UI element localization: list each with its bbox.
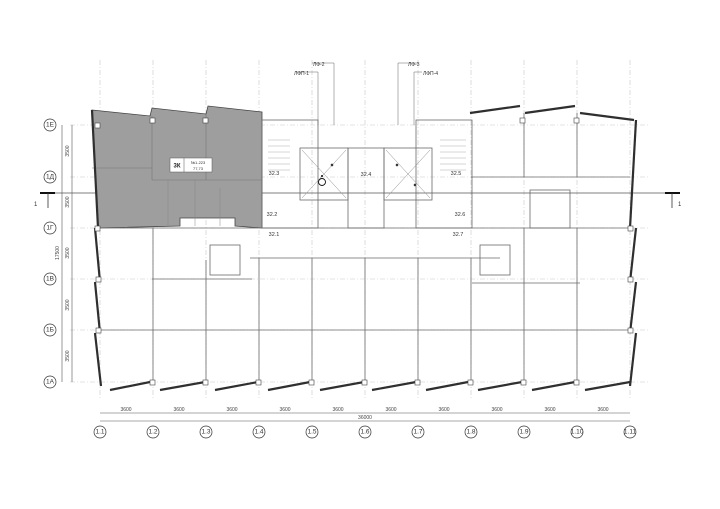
axis-1-6: 1.6 <box>360 429 369 436</box>
leader-lf3: ЛФ-3 <box>408 62 420 68</box>
axis-1V: 1В <box>46 276 54 283</box>
svg-text:3500: 3500 <box>65 299 71 310</box>
axis-1B: 1Б <box>46 327 54 334</box>
bottom-dimension-chain <box>100 412 630 422</box>
apartment-tag <box>169 157 213 173</box>
svg-text:3600: 3600 <box>544 407 555 413</box>
svg-text:17500: 17500 <box>55 246 61 260</box>
apartment-area: 77,73 <box>193 166 204 171</box>
svg-text:3500: 3500 <box>65 196 71 207</box>
apartment-type: 3К <box>174 164 181 170</box>
svg-text:3600: 3600 <box>438 407 449 413</box>
svg-text:3600: 3600 <box>491 407 502 413</box>
axis-1-1: 1.1 <box>95 429 104 436</box>
columns <box>94 117 634 386</box>
svg-text:3600: 3600 <box>385 407 396 413</box>
axis-1D: 1Д <box>46 174 55 181</box>
bottom-dimension-labels: 3600 3600 3600 3600 3600 3600 3600 3600 … <box>120 407 608 421</box>
axis-1-2: 1.2 <box>148 429 157 436</box>
axis-1-9: 1.9 <box>519 429 528 436</box>
leader-lfp4: ЛФП-4 <box>423 71 438 77</box>
section-label-right: 1 <box>678 202 682 208</box>
svg-text:3600: 3600 <box>226 407 237 413</box>
leader-lf2: ЛФ-2 <box>313 62 325 68</box>
room-32-6: 32.6 <box>455 212 466 218</box>
svg-text:3500: 3500 <box>65 145 71 156</box>
column-axis-markers: 1.1 1.2 1.3 1.4 1.5 1.6 1.7 1.8 1.9 1.10… <box>93 425 637 439</box>
elevator-shafts <box>301 149 431 199</box>
svg-text:36000: 36000 <box>358 415 372 421</box>
svg-text:3600: 3600 <box>332 407 343 413</box>
interior-walls <box>100 113 630 382</box>
room-32-4: 32.4 <box>361 172 372 178</box>
svg-text:3600: 3600 <box>173 407 184 413</box>
room-32-1: 32.1 <box>269 232 280 238</box>
axis-1-7: 1.7 <box>413 429 422 436</box>
axis-1A: 1А <box>46 379 55 386</box>
core-labels: 32.3 32.4 32.5 32.2 32.6 32.1 32.7 <box>267 171 466 238</box>
room-32-2: 32.2 <box>267 212 278 218</box>
highlighted-apartment[interactable]: 3К №1-223 77,73 <box>91 105 263 229</box>
svg-text:3500: 3500 <box>65 247 71 258</box>
exterior-walls <box>90 104 638 392</box>
left-dimension-labels: 3500 3500 3500 3500 3500 17500 <box>55 145 71 361</box>
axis-1-8: 1.8 <box>466 429 475 436</box>
accessibility-icon <box>318 175 326 186</box>
svg-text:3600: 3600 <box>279 407 290 413</box>
room-32-3: 32.3 <box>269 171 280 177</box>
staircase-right <box>440 139 466 171</box>
axis-1-3: 1.3 <box>201 429 210 436</box>
leader-lines <box>296 62 422 125</box>
section-label-left: 1 <box>34 202 38 208</box>
row-axis-markers: 1Е 1Д 1Г 1В 1Б 1А <box>43 118 57 389</box>
svg-text:3600: 3600 <box>120 407 131 413</box>
staircase-left <box>268 139 290 171</box>
axis-1-11: 1.11 <box>624 429 637 436</box>
axis-1-4: 1.4 <box>254 429 263 436</box>
axis-1E: 1Е <box>46 122 55 129</box>
room-32-5: 32.5 <box>451 171 462 177</box>
axis-1-5: 1.5 <box>307 429 316 436</box>
left-dimension-chain <box>61 125 73 382</box>
room-32-7: 32.7 <box>453 232 464 238</box>
axis-1G: 1Г <box>46 225 54 232</box>
svg-text:3600: 3600 <box>597 407 608 413</box>
apartment-number: №1-223 <box>191 160 206 165</box>
leader-lfp1: ЛФП-1 <box>294 71 309 77</box>
axis-1-10: 1.10 <box>571 429 584 436</box>
svg-text:3500: 3500 <box>65 350 71 361</box>
